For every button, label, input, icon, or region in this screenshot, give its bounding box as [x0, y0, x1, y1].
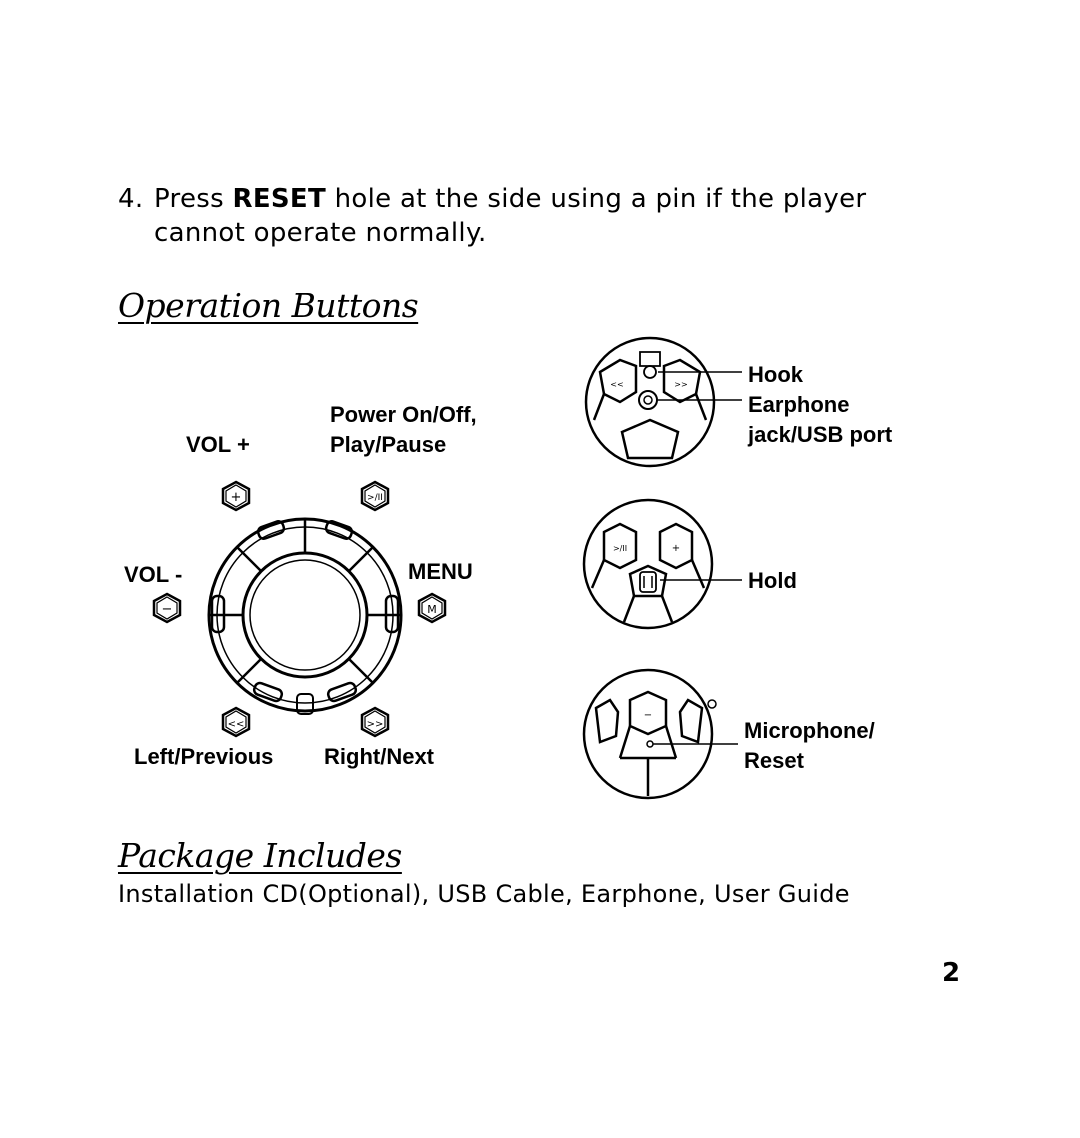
hold-label: Hold: [748, 568, 797, 593]
vol-plus-icon: +: [221, 480, 251, 512]
step-instruction: 4. Press RESET hole at the side using a p…: [118, 182, 918, 250]
step-number: 4.: [118, 184, 144, 214]
svg-text:>/II: >/II: [367, 493, 383, 503]
svg-text:M: M: [427, 603, 437, 616]
menu-icon: M: [417, 592, 447, 624]
svg-text:>>: >>: [674, 380, 687, 389]
power-label-line-2: Play/Pause: [330, 432, 447, 457]
vol-minus-icon: −: [152, 592, 182, 624]
step-line-2: cannot operate normally.: [154, 218, 487, 248]
top-view-diagram: << >>: [584, 336, 742, 468]
svg-text:>/II: >/II: [613, 544, 627, 553]
svg-text:−: −: [644, 710, 652, 721]
next-icon: >>: [360, 706, 390, 738]
operation-buttons-heading: Operation Buttons: [118, 286, 419, 325]
svg-text:>>: >>: [367, 719, 384, 730]
package-contents: Installation CD(Optional), USB Cable, Ea…: [118, 880, 850, 908]
reset-emphasis: RESET: [232, 184, 327, 214]
hook-label: Hook: [748, 362, 803, 387]
earphone-label-line-2: jack/USB port: [748, 422, 893, 447]
microphone-label-line-1: Microphone/: [744, 718, 875, 743]
previous-icon: <<: [221, 706, 251, 738]
left-previous-label: Left/Previous: [134, 744, 274, 769]
svg-text:<<: <<: [228, 719, 245, 730]
microphone-label-line-2: Reset: [744, 748, 804, 773]
hold-view-diagram: >/II +: [582, 498, 742, 630]
vol-plus-label: VOL +: [186, 432, 250, 457]
step-text-after: hole at the side using a pin if the play…: [326, 184, 867, 214]
right-next-label: Right/Next: [324, 744, 434, 769]
step-line-1: 4. Press RESET hole at the side using a p…: [118, 182, 918, 216]
menu-label: MENU: [408, 559, 473, 584]
step-text-before: Press: [154, 184, 233, 214]
package-includes-heading: Package Includes: [118, 836, 402, 875]
power-label-line-1: Power On/Off,: [330, 402, 477, 427]
play-pause-icon: >/II: [360, 480, 390, 512]
svg-text:+: +: [672, 543, 680, 554]
microphone-view-diagram: −: [582, 668, 738, 800]
earphone-label-line-1: Earphone: [748, 392, 850, 417]
vol-minus-label: VOL -: [124, 562, 183, 587]
svg-text:+: +: [231, 490, 242, 505]
svg-text:<<: <<: [610, 380, 623, 389]
page-number: 2: [942, 958, 961, 988]
svg-text:−: −: [162, 602, 173, 617]
